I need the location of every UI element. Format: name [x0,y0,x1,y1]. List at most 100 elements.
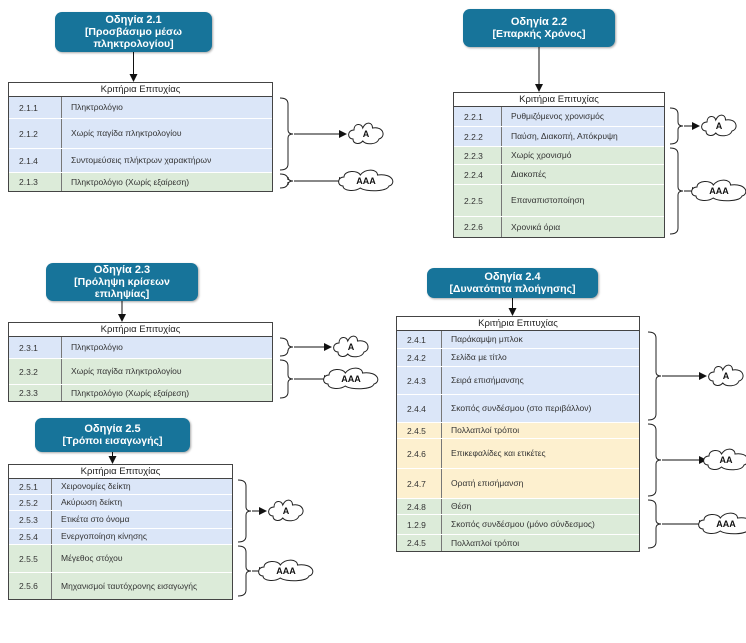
level-label: A [283,506,290,516]
level-label: A [716,121,723,131]
criterion-number: 2.1.2 [19,128,38,139]
criterion-number: 2.5.3 [19,514,38,525]
column-divider [51,545,52,572]
group-brace [647,499,662,549]
group-brace [647,423,662,497]
column-divider [441,499,442,514]
level-cloud-icon: A [333,335,369,358]
group-brace [669,107,684,145]
guideline-subtitle: [Δυνατότητα πλοήγησης] [449,283,576,295]
level-label: AAA [356,176,376,186]
guideline-subtitle: [Προσβάσιμο μέσω πληκτρολογίου] [84,26,183,50]
criterion-label: Χρονικά όρια [511,221,561,232]
criterion-label: Θέση [451,501,472,511]
column-divider [61,337,62,358]
criteria-table-header: Κριτήρια Επιτυχίας [397,317,639,331]
column-divider [501,127,502,146]
criterion-label: Συντομεύσεις πλήκτρων χαρακτήρων [71,155,212,165]
level-cloud-icon: AAA [258,559,314,582]
level-label: AAA [709,186,729,196]
criterion-label: Χωρίς παγίδα πληκτρολογίου [71,128,182,138]
criterion-number: 2.3.1 [19,342,38,353]
level-cloud-icon: A [701,114,737,137]
criterion-number: 2.2.4 [464,169,483,180]
criterion-number: 2.5.5 [19,553,38,564]
criterion-number: 2.1.3 [19,177,38,187]
criterion-label: Σκοπός συνδέσμου (μόνο σύνδεσμος) [451,519,595,529]
level-label: AA [720,455,733,465]
guideline-header: Οδηγία 2.4[Δυνατότητα πλοήγησης] [427,268,598,298]
group-brace [279,359,294,399]
criterion-row: 2.4.1 Παράκαμψη μπλοκ [397,331,639,349]
guideline-title: Οδηγία 2.4 [484,271,541,283]
criterion-label: Μέγεθος στόχου [61,553,123,563]
criterion-number: 2.4.5 [407,425,426,436]
column-divider [441,469,442,498]
criterion-number: 2.4.1 [407,334,426,345]
criterion-label: Πληκτρολόγιο [71,102,123,112]
level-cloud-icon: A [268,499,304,522]
criterion-number: 2.2.6 [464,222,483,232]
criterion-label: Παράκαμψη μπλοκ [451,334,523,344]
criterion-number: 2.2.2 [464,131,483,142]
criterion-number: 2.2.1 [464,111,483,122]
group-brace [279,173,294,189]
column-divider [61,385,62,401]
level-cloud-icon: AAA [698,512,746,535]
guideline-header: Οδηγία 2.5[Τρόποι εισαγωγής] [35,418,190,452]
criterion-row: 2.1.1 Πληκτρολόγιο [9,97,272,119]
criterion-row: 2.5.5 Μέγεθος στόχου [9,545,232,573]
level-cloud-icon: AAA [338,169,394,192]
column-divider [501,217,502,237]
column-divider [441,515,442,534]
column-divider [501,147,502,164]
criterion-label: Ορατή επισήμανση [451,478,524,488]
guideline-title: Οδηγία 2.3 [93,264,151,276]
guideline-title: Οδηγία 2.1 [105,14,162,26]
column-divider [501,107,502,126]
level-label: AAA [341,374,361,384]
criterion-number: 2.5.2 [19,497,38,508]
criterion-label: Πληκτρολόγιο (Χωρίς εξαίρεση) [71,176,190,187]
level-label: AAA [716,519,736,529]
criterion-row: 2.5.3 Ετικέτα στο όνομα [9,511,232,529]
column-divider [501,165,502,184]
column-divider [441,423,442,438]
column-divider [441,331,442,348]
guideline-header: Οδηγία 2.2[Επαρκής Χρόνος] [463,9,615,47]
column-divider [61,173,62,191]
group-brace [237,479,252,543]
criterion-label: Επικεφαλίδες και ετικέτες [451,448,546,458]
criterion-number: 2.1.1 [19,102,38,113]
criterion-label: Χωρίς παγίδα πληκτρολογίου [71,366,182,376]
criterion-label: Ετικέτα στο όνομα [61,514,130,524]
level-cloud-icon: AAA [323,367,379,390]
criterion-number: 2.4.3 [407,375,426,386]
criterion-number: 2.4.5 [407,538,426,548]
guideline-title: Οδηγία 2.5 [84,423,141,435]
criterion-number: 2.5.6 [19,581,38,591]
criterion-row: 2.1.2 Χωρίς παγίδα πληκτρολογίου [9,119,272,149]
level-cloud-icon: AA [703,448,746,471]
criterion-label: Σειρά επισήμανσης [451,375,524,385]
group-brace [669,147,684,235]
level-label: A [363,129,370,139]
